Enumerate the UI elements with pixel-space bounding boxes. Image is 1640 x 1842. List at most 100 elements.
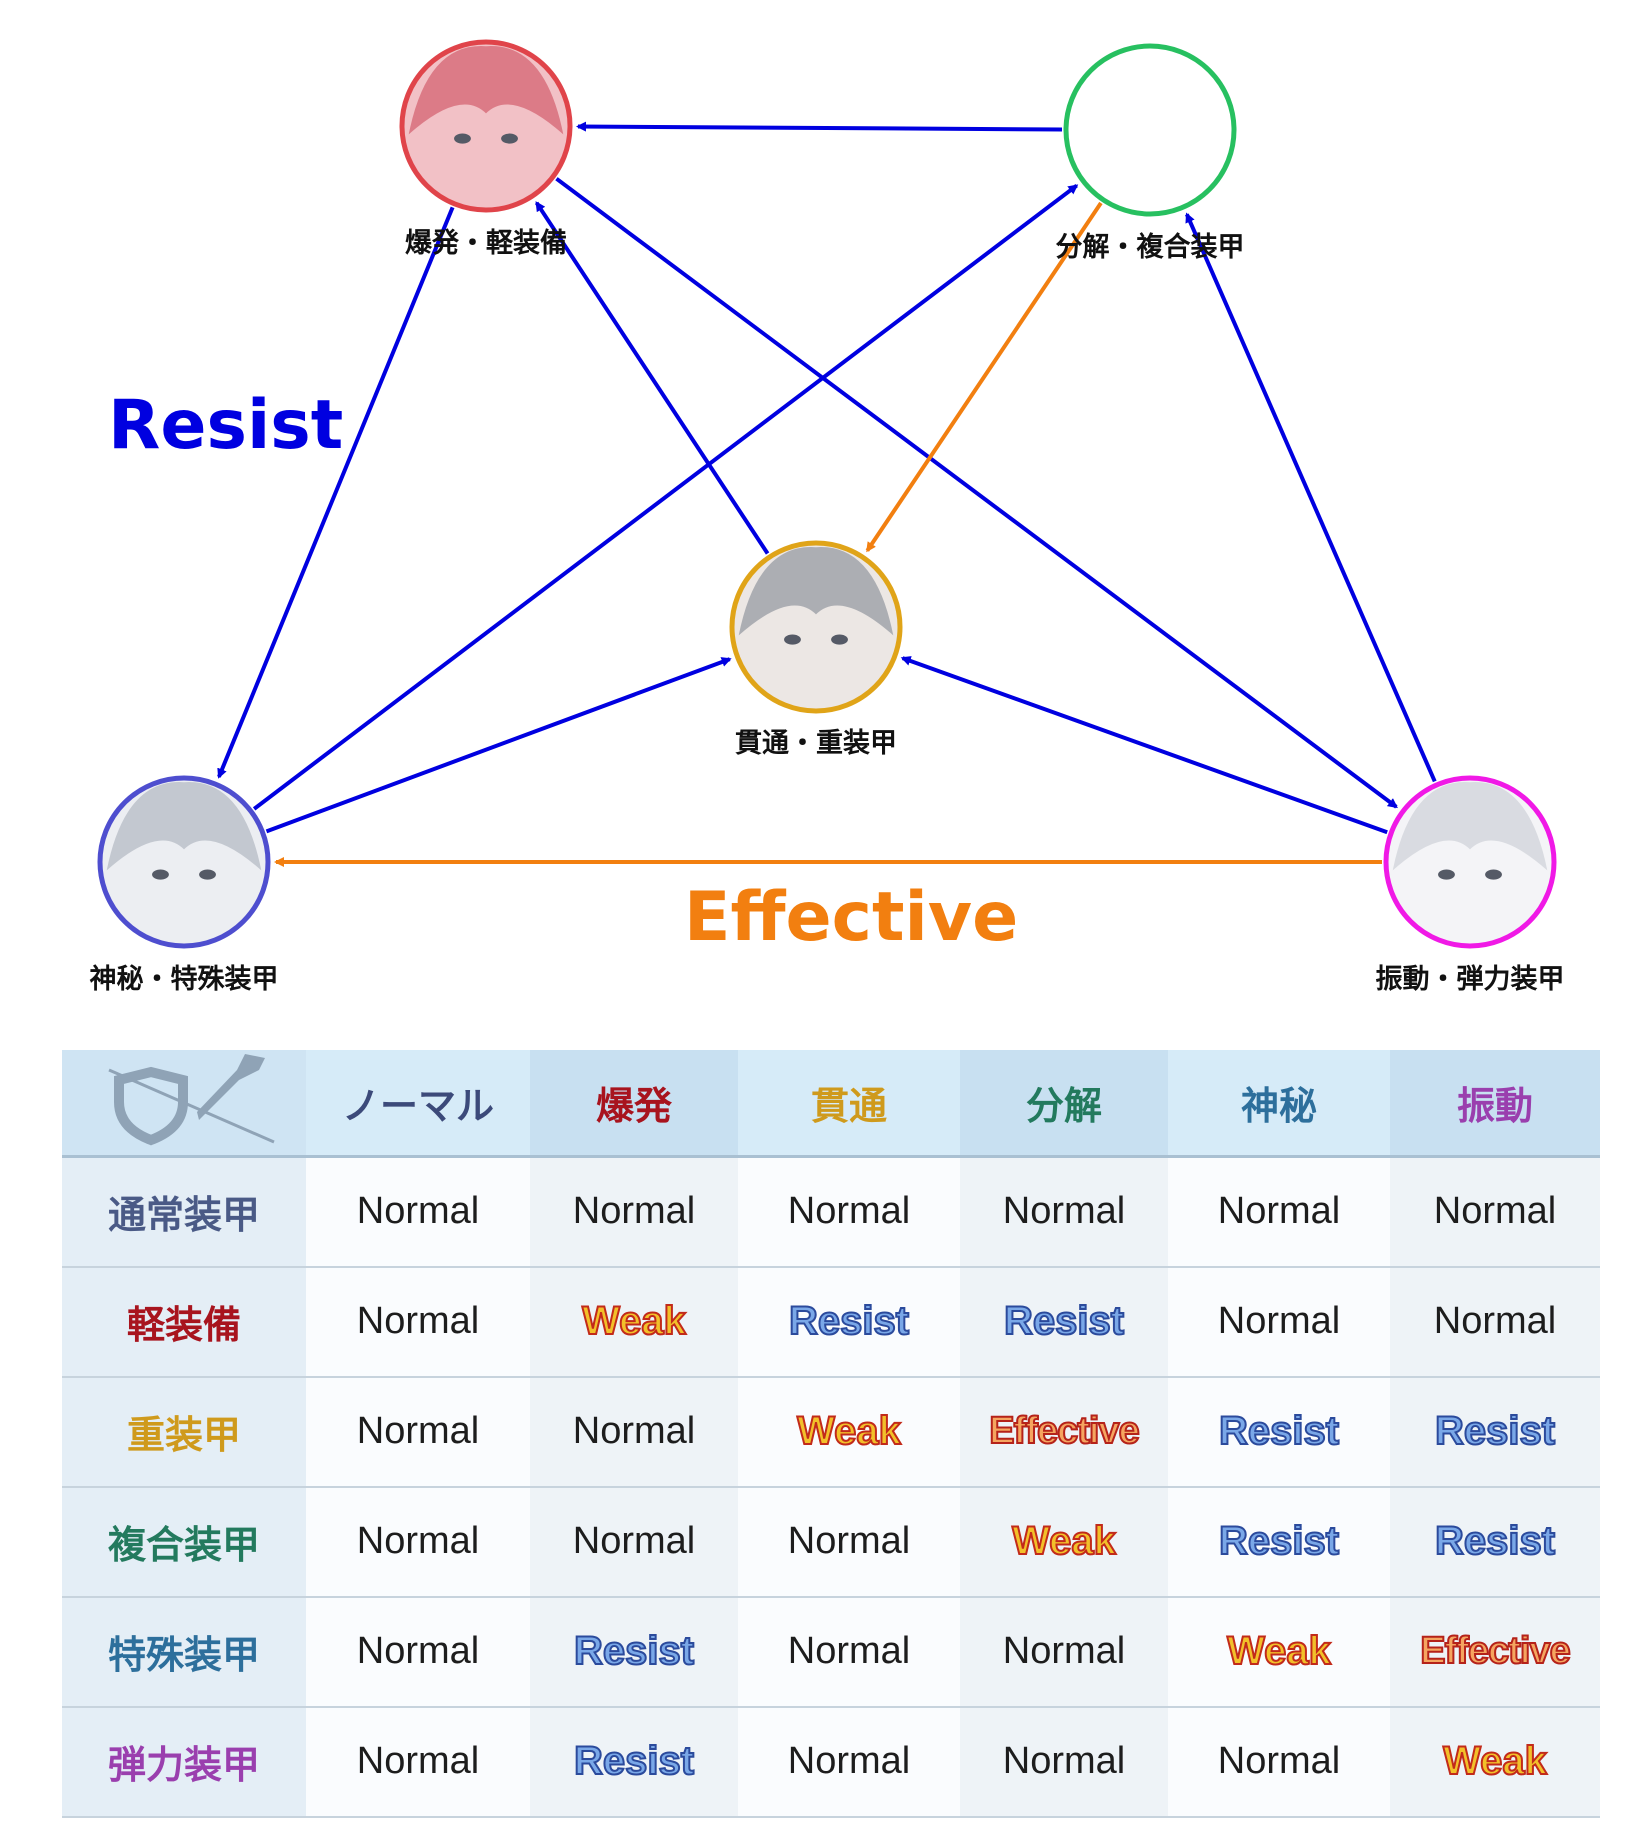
matchup-value: Effective [1419, 1629, 1571, 1673]
attack-type-header: 爆発 [530, 1050, 738, 1158]
avatar-eye-left-vibrate [1438, 869, 1455, 880]
matchup-value: Normal [356, 1740, 480, 1782]
table-cell: Normal [738, 1156, 960, 1268]
table-cell: Normal [306, 1486, 530, 1598]
matchup-value: Effective [988, 1409, 1140, 1453]
armor-type-header: 通常装甲 [62, 1156, 306, 1268]
table-cell: Resist [960, 1266, 1168, 1378]
table-cell: Resist [1168, 1376, 1390, 1488]
matchup-value: Normal [572, 1520, 696, 1562]
armor-type-header: 複合装甲 [62, 1486, 306, 1598]
table-cell: Weak [530, 1266, 738, 1378]
armor-type-header: 軽装備 [62, 1266, 306, 1378]
matchup-value: Resist [1434, 1408, 1556, 1454]
table-cell: Normal [306, 1156, 530, 1268]
node-label-pierce: 貫通・重装甲 [735, 728, 897, 759]
avatar-hair-mystic [106, 782, 262, 871]
table-header-row: ノーマル爆発貫通分解神秘振動 [62, 1050, 1600, 1158]
matchup-value: Normal [572, 1190, 696, 1233]
avatar-eye-right-pierce [831, 634, 848, 645]
matchup-value: Normal [356, 1520, 480, 1562]
avatar-eye-right-vibrate [1485, 869, 1502, 880]
avatar-eye-right-explosive [501, 133, 518, 144]
table-cell: Weak [1390, 1706, 1600, 1818]
node-ring-mystic [97, 775, 271, 949]
table-cell: Normal [306, 1596, 530, 1708]
node-explosive: 爆発・軽装備 [399, 39, 573, 259]
avatar-hair-pierce [738, 547, 894, 636]
node-ring-decompose [1063, 43, 1237, 217]
matchup-value: Resist [1434, 1518, 1556, 1564]
node-ring-vibrate [1383, 775, 1557, 949]
matchup-value: Weak [1226, 1628, 1332, 1674]
matchup-value: Normal [1002, 1190, 1126, 1233]
matchup-value: Normal [1433, 1300, 1557, 1342]
table-cell: Weak [960, 1486, 1168, 1598]
matchup-value: Normal [787, 1740, 911, 1782]
type-relationship-diagram: 爆発・軽装備分解・複合装甲貫通・重装甲神秘・特殊装甲振動・弾力装甲 Resist… [90, 39, 1565, 995]
table-cell: Normal [306, 1376, 530, 1488]
matchup-value: Normal [356, 1630, 480, 1672]
table-cell: Resist [530, 1706, 738, 1818]
resist-arrow-mystic-to-pierce [265, 657, 732, 834]
table-cell: Normal [960, 1706, 1168, 1818]
matchup-value: Resist [1218, 1408, 1340, 1454]
table-cell: Normal [530, 1156, 738, 1268]
matchup-value: Normal [356, 1410, 480, 1452]
matchup-value: Normal [1002, 1630, 1126, 1672]
resist-legend-label: Resist [108, 386, 343, 465]
resist-arrow-mystic-to-decompose [252, 183, 1079, 811]
table-cell: Normal [1168, 1156, 1390, 1268]
table-row: 軽装備 Normal Weak Resist Resist Normal Normal [62, 1266, 1600, 1378]
table-cell: Normal [738, 1706, 960, 1818]
resist-arrow-vibrate-to-decompose [1185, 212, 1437, 783]
matchup-value: Resist [573, 1738, 695, 1784]
resist-arrow-explosive-to-vibrate [555, 177, 1398, 809]
armor-type-header: 弾力装甲 [62, 1706, 306, 1818]
matchup-value: Resist [1003, 1298, 1125, 1344]
table-cell: Weak [738, 1376, 960, 1488]
armor-type-header: 特殊装甲 [62, 1596, 306, 1708]
avatar-eye-left-explosive [454, 133, 471, 144]
table-cell: Normal [738, 1596, 960, 1708]
attack-type-header: ノーマル [306, 1050, 530, 1158]
avatar-eye-left-mystic [152, 869, 169, 880]
effective-arrow-decompose-to-pierce [865, 201, 1103, 553]
table-cell: Normal [306, 1266, 530, 1378]
table-cell: Normal [530, 1486, 738, 1598]
matchup-value: Normal [356, 1190, 480, 1233]
matchup-value: Weak [796, 1408, 902, 1454]
matchup-value: Normal [356, 1300, 480, 1342]
node-label-decompose: 分解・複合装甲 [1056, 231, 1245, 263]
table-cell: Normal [1168, 1706, 1390, 1818]
table-cell: Normal [738, 1486, 960, 1598]
table-cell: Normal [960, 1596, 1168, 1708]
table-row: 特殊装甲 Normal Resist Normal Normal Weak Effectiv… [62, 1596, 1600, 1708]
matchup-value: Normal [1217, 1740, 1341, 1782]
matchup-value: Normal [787, 1630, 911, 1672]
table-cell: Resist [530, 1596, 738, 1708]
avatar-eye-right-mystic [199, 869, 216, 880]
matchup-value: Resist [573, 1628, 695, 1674]
table-cell: Resist [1390, 1376, 1600, 1488]
table-row: 弾力装甲 Normal Resist Normal Normal Normal Weak [62, 1706, 1600, 1818]
matchup-value: Weak [1442, 1738, 1548, 1784]
attack-type-header: 貫通 [738, 1050, 960, 1158]
table-cell: Normal [1168, 1266, 1390, 1378]
armor-type-header: 重装甲 [62, 1376, 306, 1488]
corner-cell [62, 1050, 306, 1158]
diagram-nodes: 爆発・軽装備分解・複合装甲貫通・重装甲神秘・特殊装甲振動・弾力装甲 [90, 39, 1565, 995]
matchup-value: Normal [1217, 1190, 1341, 1233]
resist-arrow-vibrate-to-pierce [900, 656, 1388, 835]
matchup-value: Resist [788, 1298, 910, 1344]
node-label-vibrate: 振動・弾力装甲 [1376, 964, 1565, 995]
table-cell: Resist [1390, 1486, 1600, 1598]
avatar-hair-explosive [408, 46, 564, 135]
matchup-value: Normal [1002, 1740, 1126, 1782]
resist-arrow-pierce-to-explosive [534, 201, 770, 555]
attack-type-header: 振動 [1390, 1050, 1600, 1158]
